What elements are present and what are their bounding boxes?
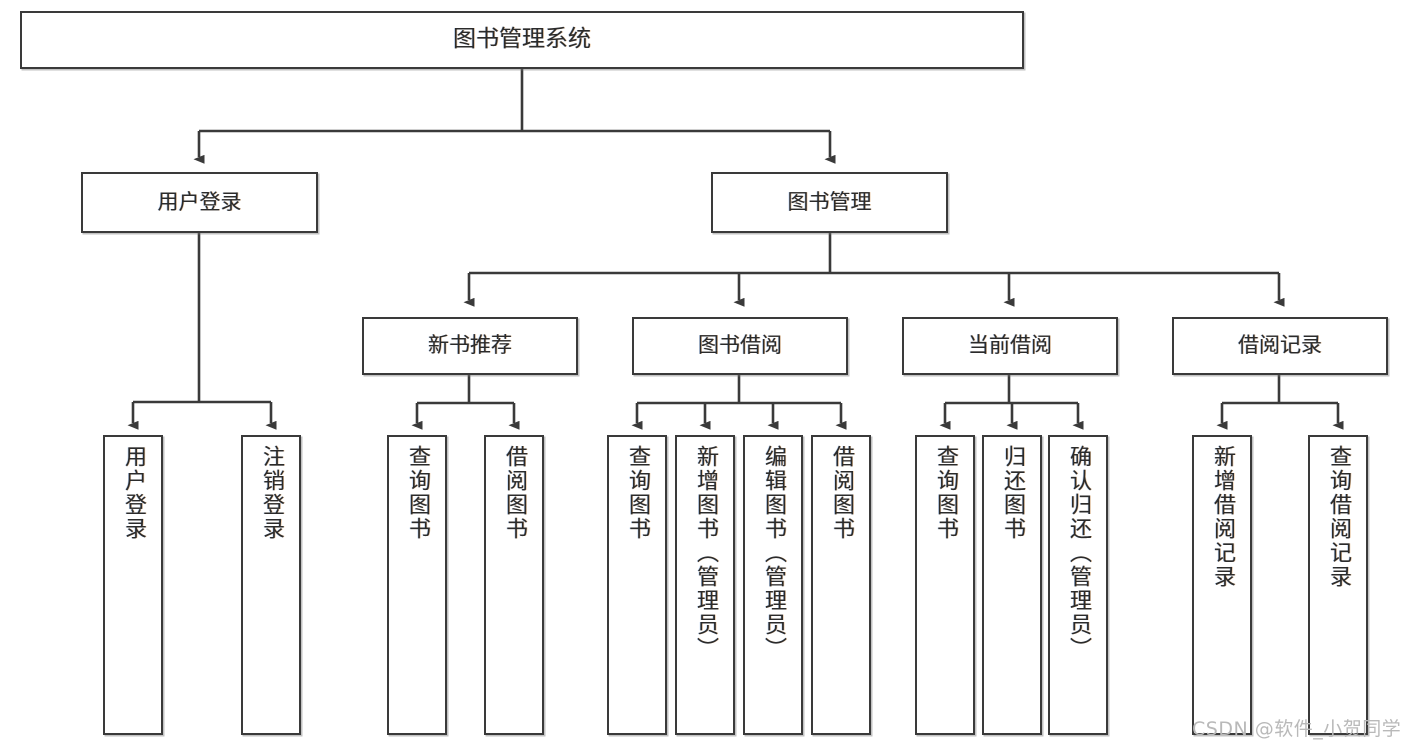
leaf-new-book-borrow[interactable]: 借阅图书 bbox=[484, 435, 544, 735]
node-label: 借阅图书 bbox=[502, 445, 527, 541]
node-label: 图书管理 bbox=[787, 189, 872, 214]
leaf-borrow-record-query[interactable]: 查询借阅记录 bbox=[1308, 435, 1368, 735]
leaf-current-borrow-return[interactable]: 归还图书 bbox=[982, 435, 1042, 735]
node-borrow-record[interactable]: 借阅记录 bbox=[1172, 317, 1388, 375]
leaf-book-borrow-add[interactable]: 新增图书（管理员） bbox=[675, 435, 735, 735]
leaf-user-login-logout[interactable]: 注销登录 bbox=[241, 435, 301, 735]
leaf-book-borrow-query[interactable]: 查询图书 bbox=[607, 435, 667, 735]
node-label: 新增图书（管理员） bbox=[693, 445, 718, 661]
leaf-borrow-record-add[interactable]: 新增借阅记录 bbox=[1192, 435, 1252, 735]
node-root-book-management-system[interactable]: 图书管理系统 bbox=[20, 11, 1024, 69]
node-label: 查询图书 bbox=[625, 445, 650, 541]
node-label: 借阅记录 bbox=[1238, 333, 1322, 358]
node-label: 查询图书 bbox=[405, 445, 430, 541]
node-label: 图书管理系统 bbox=[453, 26, 591, 53]
node-book-management[interactable]: 图书管理 bbox=[711, 172, 948, 233]
leaf-book-borrow-edit[interactable]: 编辑图书（管理员） bbox=[743, 435, 803, 735]
node-current-borrow[interactable]: 当前借阅 bbox=[902, 317, 1118, 375]
csdn-watermark: CSDN @软件_小贺同学 bbox=[1192, 718, 1402, 740]
node-label: 注销登录 bbox=[259, 445, 284, 541]
node-label: 借阅图书 bbox=[829, 445, 854, 541]
leaf-current-borrow-query[interactable]: 查询图书 bbox=[915, 435, 975, 735]
node-label: 图书借阅 bbox=[698, 333, 782, 358]
node-label: 新书推荐 bbox=[428, 333, 512, 358]
node-label: 用户登录 bbox=[157, 189, 242, 214]
node-user-login[interactable]: 用户登录 bbox=[81, 172, 318, 233]
node-book-borrow[interactable]: 图书借阅 bbox=[632, 317, 848, 375]
node-label: 新增借阅记录 bbox=[1210, 445, 1235, 589]
node-label: 当前借阅 bbox=[968, 333, 1052, 358]
leaf-book-borrow-borrow[interactable]: 借阅图书 bbox=[811, 435, 871, 735]
node-label: 归还图书 bbox=[1000, 445, 1025, 541]
node-new-book-recommend[interactable]: 新书推荐 bbox=[362, 317, 578, 375]
node-label: 用户登录 bbox=[121, 445, 146, 541]
leaf-current-borrow-confirm-return[interactable]: 确认归还（管理员） bbox=[1048, 435, 1108, 735]
node-label: 编辑图书（管理员） bbox=[761, 445, 786, 661]
leaf-new-book-query[interactable]: 查询图书 bbox=[387, 435, 447, 735]
leaf-user-login-login[interactable]: 用户登录 bbox=[103, 435, 163, 735]
node-label: 查询图书 bbox=[933, 445, 958, 541]
node-label: 确认归还（管理员） bbox=[1066, 445, 1091, 661]
node-label: 查询借阅记录 bbox=[1326, 445, 1351, 589]
